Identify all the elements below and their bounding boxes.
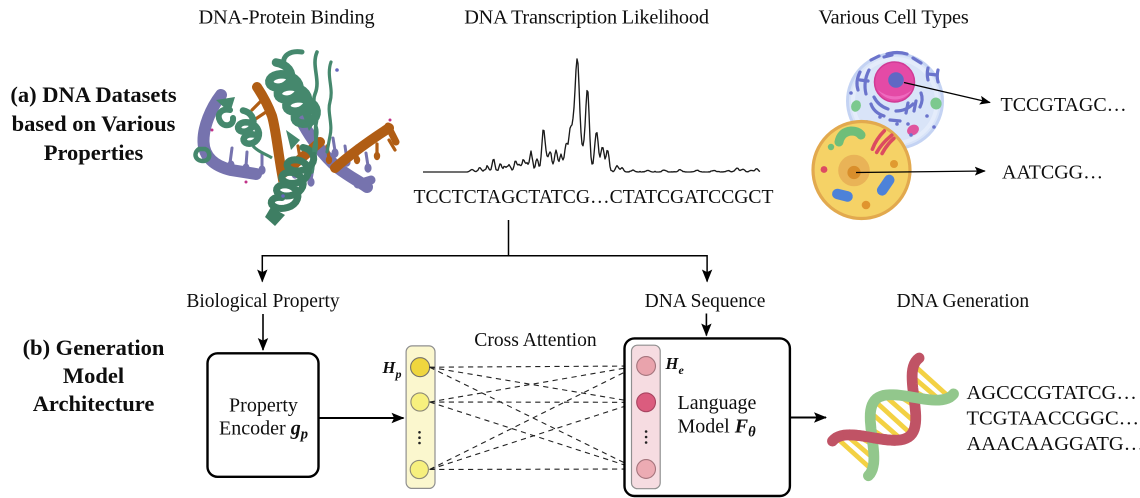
- svg-text:TCGTAACCGGC…: TCGTAACCGGC…: [967, 408, 1140, 430]
- svg-text:Cross Attention: Cross Attention: [474, 330, 597, 351]
- svg-text:DNA-Protein Binding: DNA-Protein Binding: [199, 7, 375, 29]
- svg-text:TCCTCTAGCTATCG…CTATCGATCCGCT: TCCTCTAGCTATCG…CTATCGATCCGCT: [414, 187, 774, 208]
- svg-text:(b) Generation: (b) Generation: [23, 335, 165, 360]
- svg-text:Model Fθ: Model Fθ: [678, 416, 757, 441]
- svg-text:e: e: [679, 363, 685, 377]
- svg-text:Encoder gp: Encoder gp: [219, 418, 308, 443]
- svg-text:H: H: [382, 358, 397, 377]
- svg-text:DNA Generation: DNA Generation: [896, 291, 1029, 312]
- svg-text:Architecture: Architecture: [33, 391, 155, 416]
- svg-text:DNA Transcription Likelihood: DNA Transcription Likelihood: [464, 7, 709, 29]
- svg-text:Properties: Properties: [44, 140, 144, 165]
- svg-text:AAACAAGGATG…: AAACAAGGATG…: [967, 433, 1140, 455]
- svg-text:Biological Property: Biological Property: [186, 291, 340, 312]
- svg-text:based on Various: based on Various: [12, 111, 176, 136]
- svg-text:TCCGTAGC…: TCCGTAGC…: [1001, 94, 1127, 116]
- svg-text:(a) DNA Datasets: (a) DNA Datasets: [10, 82, 176, 107]
- svg-text:Property: Property: [229, 395, 298, 417]
- svg-text:Language: Language: [678, 392, 757, 414]
- svg-text:Various Cell Types: Various Cell Types: [818, 7, 968, 29]
- svg-text:AGCCCGTATCG…: AGCCCGTATCG…: [967, 382, 1137, 404]
- svg-text:Model: Model: [63, 363, 124, 388]
- svg-text:DNA Sequence: DNA Sequence: [645, 291, 766, 312]
- svg-text:H: H: [665, 354, 680, 373]
- svg-text:p: p: [395, 367, 402, 381]
- svg-text:AATCGG…: AATCGG…: [1002, 162, 1103, 184]
